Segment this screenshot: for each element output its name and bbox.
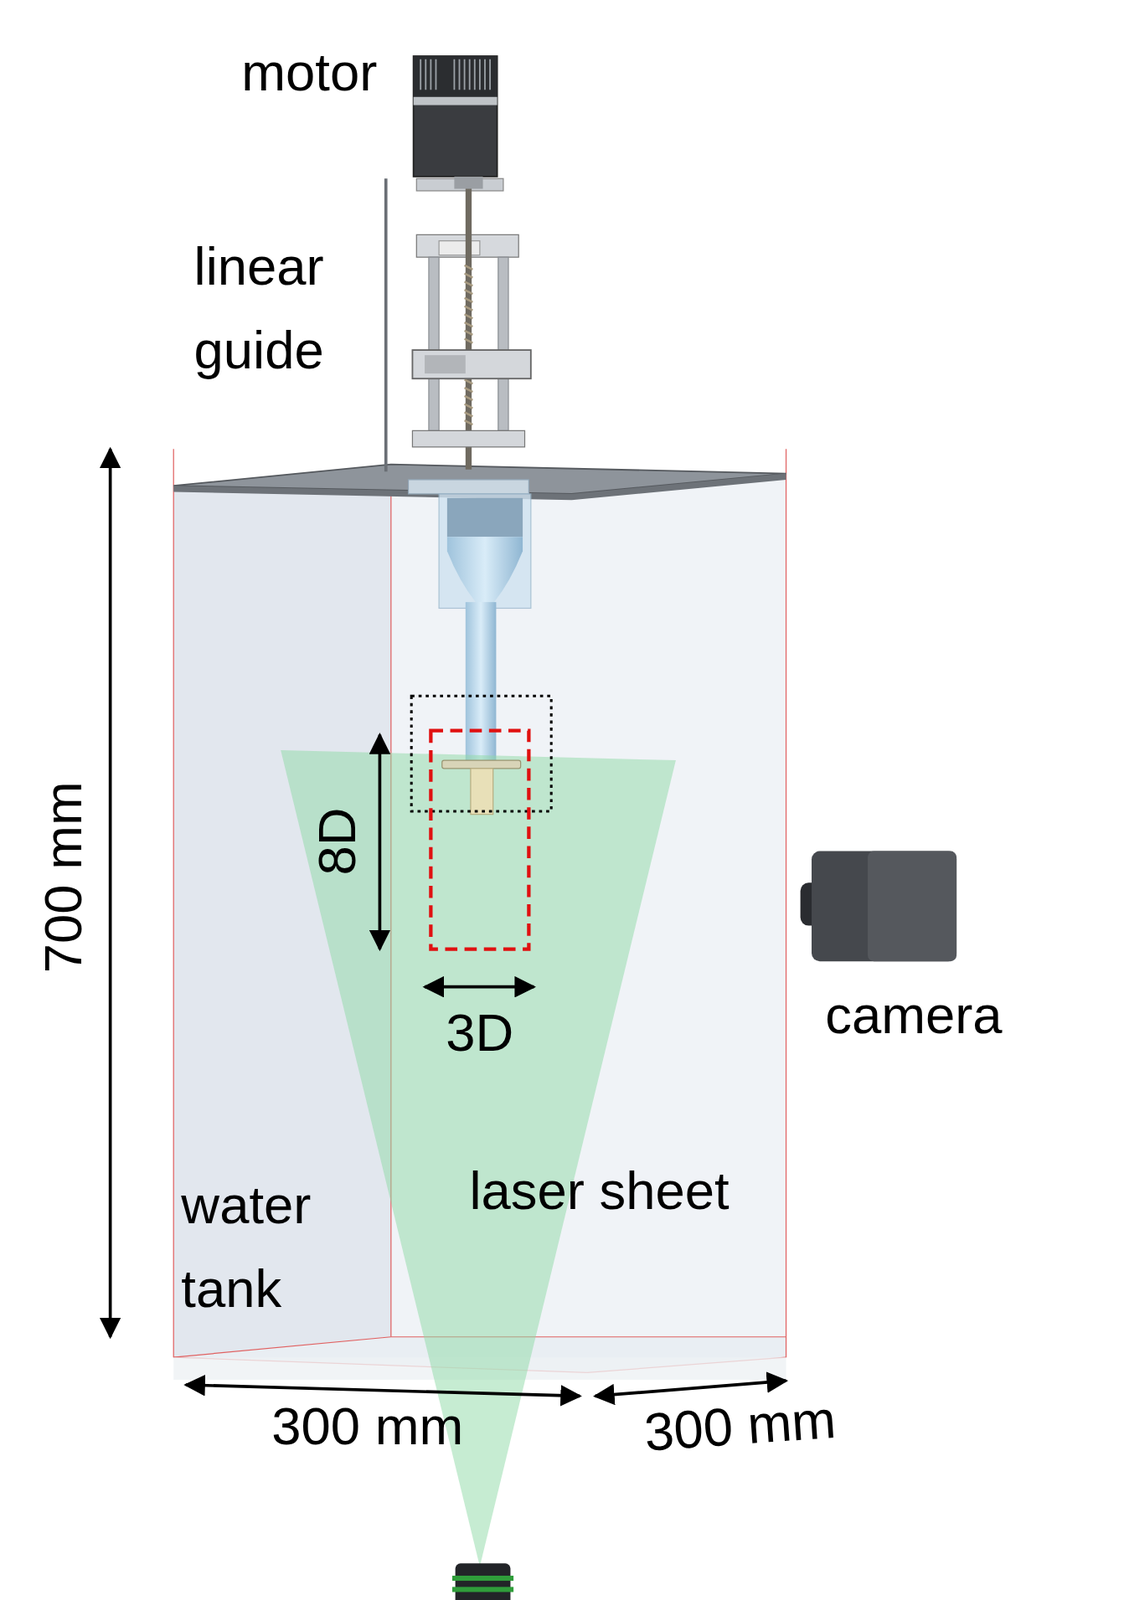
part-label: laser sheet (469, 1163, 729, 1222)
dimension-label: 300 mm (642, 1391, 838, 1464)
part-label: camera (824, 986, 1002, 1046)
dimension-label: 700 mm (34, 782, 93, 975)
part-label: water tank (180, 1164, 360, 1332)
part-label: linear guide (194, 224, 378, 392)
dimension-label: 300 mm (271, 1397, 464, 1457)
dimension-label: 8D (307, 808, 367, 877)
part-label: motor (241, 44, 377, 104)
dimension-label: 3D (445, 1005, 514, 1064)
